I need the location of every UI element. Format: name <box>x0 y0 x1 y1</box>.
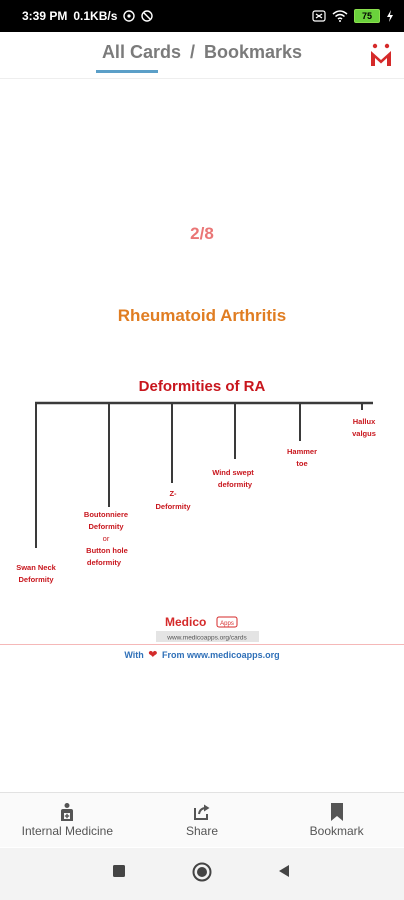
label-boutonniere-2: Deformity <box>88 522 124 531</box>
credit-from: From <box>161 650 185 660</box>
footer-credit: With ❤ From www.medicoapps.org <box>0 648 404 661</box>
notification-icon <box>141 10 154 22</box>
tab-all-cards[interactable]: All Cards <box>101 42 181 62</box>
label-hammer-1: Hammer <box>287 447 317 456</box>
tab-bookmarks[interactable]: Bookmarks <box>204 42 303 62</box>
status-time: 3:39 PM <box>22 9 68 23</box>
label-hammer-2: toe <box>296 459 307 468</box>
nav-internal-medicine-label: Internal Medicine <box>21 824 114 838</box>
recent-apps-button[interactable] <box>112 864 126 878</box>
home-button[interactable] <box>192 862 212 882</box>
divider-line <box>0 644 404 645</box>
brand-url: www.medicoapps.org/cards <box>166 635 247 642</box>
label-hallux-1: Hallux <box>353 417 376 426</box>
label-swan-neck-1: Swan Neck <box>16 563 56 572</box>
app-header: All Cards / Bookmarks <box>0 32 404 79</box>
whatsapp-icon <box>123 10 136 22</box>
system-nav-bar <box>0 848 404 900</box>
tab-separator: / <box>189 42 195 62</box>
brand-name: Medico <box>165 615 206 629</box>
internal-medicine-icon <box>61 803 74 821</box>
heart-icon: ❤ <box>148 649 158 661</box>
share-icon <box>194 804 210 820</box>
label-hallux-2: valgus <box>352 429 376 438</box>
active-tab-indicator <box>96 70 158 73</box>
bookmark-icon <box>330 803 343 821</box>
charging-icon <box>386 10 394 22</box>
credit-with: With <box>124 650 144 660</box>
card-counter: 2/8 <box>190 224 214 243</box>
nav-share[interactable]: Share <box>135 793 270 847</box>
status-bar: 3:39 PM 0.1KB/s 75 <box>0 0 404 32</box>
status-speed: 0.1KB/s <box>73 9 118 23</box>
label-z-1: Z- <box>169 489 177 498</box>
diagram-heading: Deformities of RA <box>139 378 266 395</box>
label-z-2: Deformity <box>155 502 191 511</box>
label-windswept-2: deformity <box>218 480 253 489</box>
nav-bookmark-label: Bookmark <box>309 824 364 838</box>
bottom-nav: Internal Medicine Share Bookmark <box>0 792 404 847</box>
deformities-diagram: Deformities of RA Swan Neck Deformity Bo… <box>16 378 376 584</box>
label-boutonniere-3: or <box>103 534 110 543</box>
card-title: Rheumatoid Arthritis <box>117 306 287 325</box>
nav-internal-medicine[interactable]: Internal Medicine <box>0 793 135 847</box>
medicoapps-brand: Medico Apps www.medicoapps.org/cards <box>156 615 259 642</box>
sim-icon <box>312 10 326 22</box>
back-button[interactable] <box>277 864 291 878</box>
label-boutonniere-5: deformity <box>87 558 122 567</box>
nav-share-label: Share <box>185 824 219 838</box>
nav-bookmark[interactable]: Bookmark <box>269 793 404 847</box>
label-swan-neck-2: Deformity <box>18 575 54 584</box>
wifi-icon <box>332 10 348 22</box>
label-boutonniere-1: Boutonniere <box>84 510 128 519</box>
brand-tag: Apps <box>220 621 234 627</box>
battery-indicator: 75 <box>354 9 380 23</box>
header-tabs: All Cards / Bookmarks <box>0 42 404 63</box>
label-windswept-1: Wind swept <box>212 468 254 477</box>
credit-site-link[interactable]: www.medicoapps.org <box>187 650 280 660</box>
label-boutonniere-4: Button hole <box>86 546 128 555</box>
medicoapps-logo-icon[interactable] <box>370 42 392 68</box>
